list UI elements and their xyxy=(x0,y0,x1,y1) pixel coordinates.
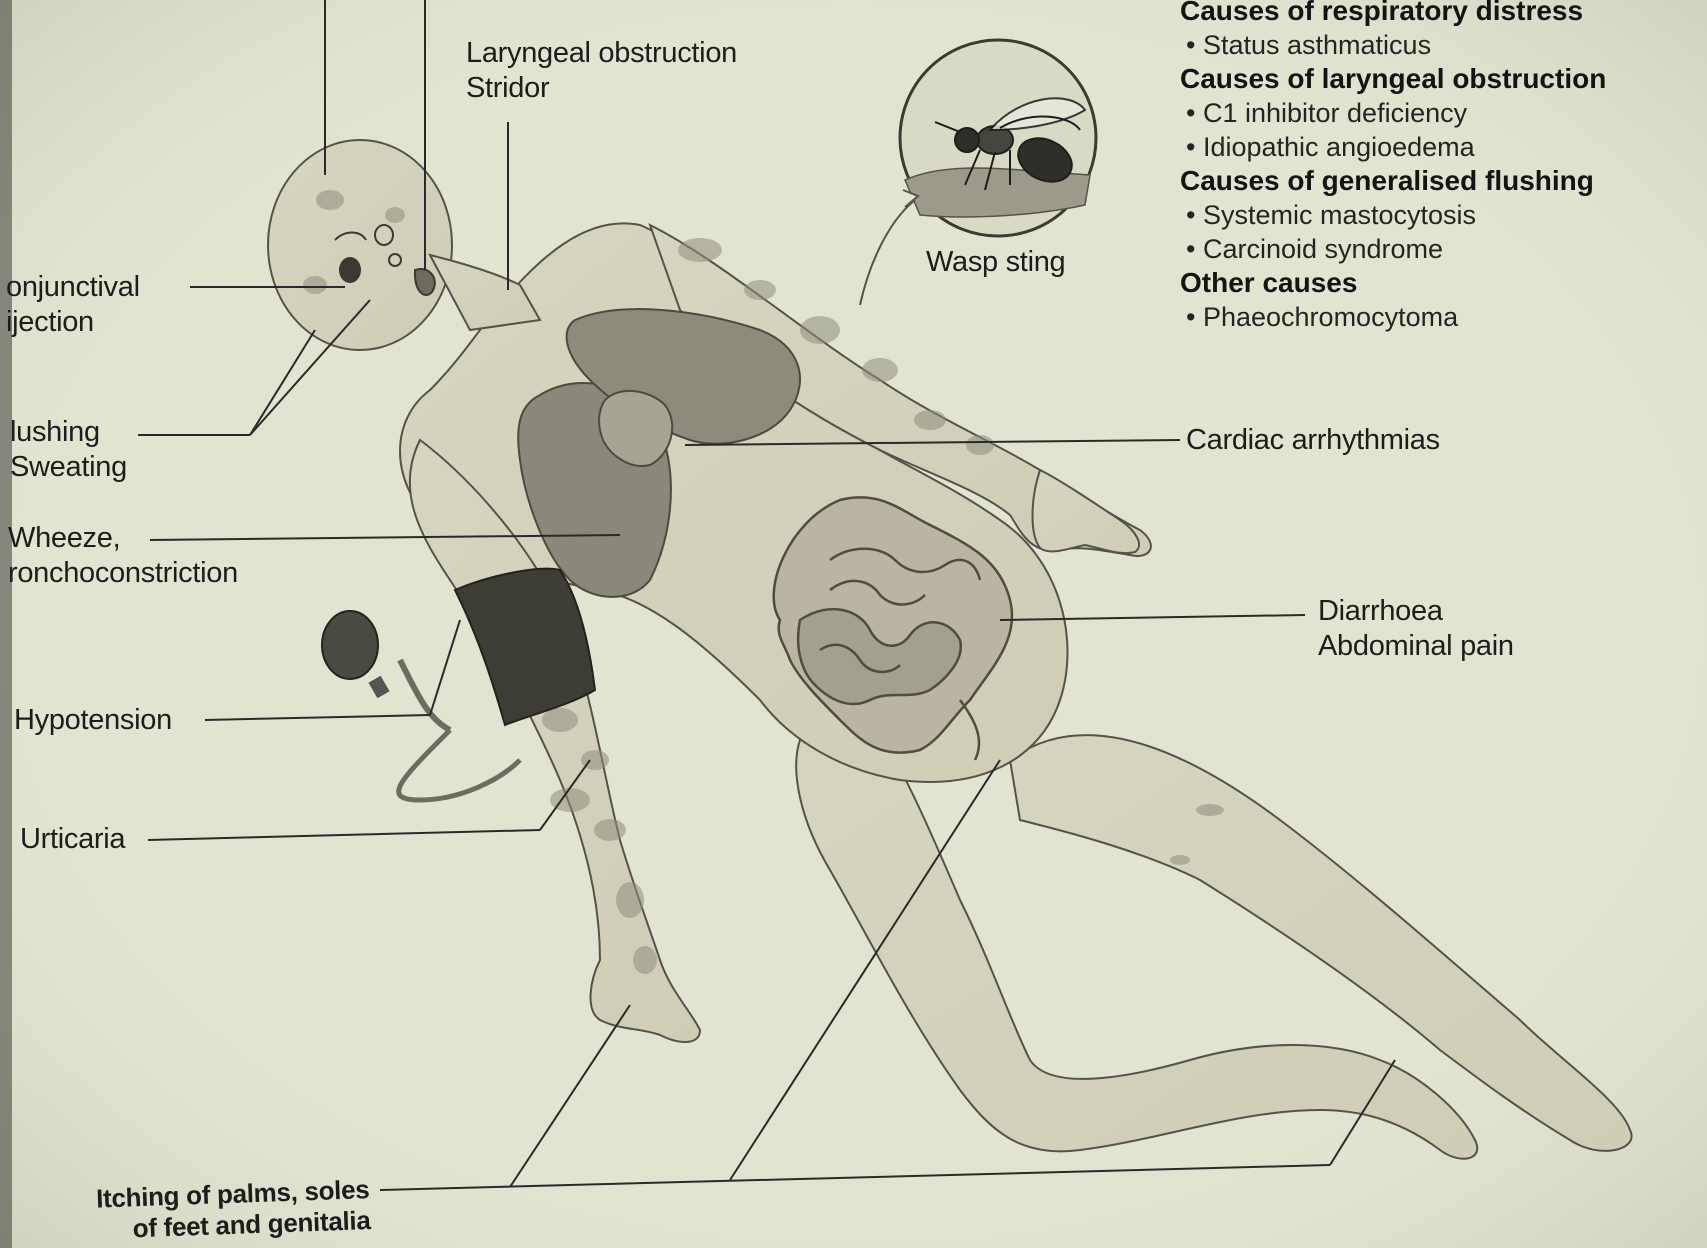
injection-text: ijection xyxy=(6,305,140,340)
causes-panel: Causes of respiratory distress • Status … xyxy=(1180,0,1700,334)
cause-item-text: Systemic mastocytosis xyxy=(1203,200,1476,230)
wheeze-text: Wheeze, xyxy=(8,521,238,556)
cause-item-text: C1 inhibitor deficiency xyxy=(1203,98,1467,128)
laryngeal-obstruction-text: Laryngeal obstruction xyxy=(466,36,737,71)
cause-item: • Status asthmaticus xyxy=(1180,28,1700,62)
bullet: • xyxy=(1186,200,1195,230)
cause-item-text: Carcinoid syndrome xyxy=(1203,234,1443,264)
bullet: • xyxy=(1186,302,1195,332)
stridor-text: Stridor xyxy=(466,71,737,106)
abdominal-pain-text: Abdominal pain xyxy=(1318,629,1514,664)
bullet: • xyxy=(1186,132,1195,162)
conjunctival-injection-label: onjunctival ijection xyxy=(6,270,140,340)
gi-symptoms-label: Diarrhoea Abdominal pain xyxy=(1318,594,1514,664)
cause-item-text: Phaeochromocytoma xyxy=(1203,302,1458,332)
bullet: • xyxy=(1186,234,1195,264)
causes-flushing-group: Causes of generalised flushing • Systemi… xyxy=(1180,164,1700,266)
cause-item-text: Idiopathic angioedema xyxy=(1203,132,1475,162)
laryngeal-obstruction-label: Laryngeal obstruction Stridor xyxy=(466,36,737,106)
urticaria-label: Urticaria xyxy=(20,822,125,857)
inflation-bulb xyxy=(322,611,378,679)
cause-item: • Idiopathic angioedema xyxy=(1180,130,1700,164)
causes-flushing-heading: Causes of generalised flushing xyxy=(1180,164,1700,198)
cause-item: • C1 inhibitor deficiency xyxy=(1180,96,1700,130)
flushing-sweating-label: lushing Sweating xyxy=(10,415,127,485)
cause-item: • Phaeochromocytoma xyxy=(1180,300,1700,334)
conjunctival-text: onjunctival xyxy=(6,270,140,305)
causes-other-heading: Other causes xyxy=(1180,266,1700,300)
causes-laryngeal-group: Causes of laryngeal obstruction • C1 inh… xyxy=(1180,62,1700,164)
sweating-text: Sweating xyxy=(10,450,127,485)
flushing-text: lushing xyxy=(10,415,127,450)
cause-item-text: Status asthmaticus xyxy=(1203,30,1431,60)
bullet: • xyxy=(1186,98,1195,128)
hypotension-label: Hypotension xyxy=(14,703,172,738)
wasp-sting-label: Wasp sting xyxy=(926,245,1065,280)
wheeze-label: Wheeze, ronchoconstriction xyxy=(8,521,238,591)
causes-respiratory-heading: Causes of respiratory distress xyxy=(1180,0,1700,28)
bronchoconstriction-text: ronchoconstriction xyxy=(8,556,238,591)
cardiac-arrhythmias-label: Cardiac arrhythmias xyxy=(1186,423,1440,458)
causes-respiratory-group: Causes of respiratory distress • Status … xyxy=(1180,0,1700,62)
itching-label: Itching of palms, soles of feet and geni… xyxy=(29,1174,371,1248)
causes-laryngeal-heading: Causes of laryngeal obstruction xyxy=(1180,62,1700,96)
cause-item: • Systemic mastocytosis xyxy=(1180,198,1700,232)
diarrhoea-text: Diarrhoea xyxy=(1318,594,1514,629)
bullet: • xyxy=(1186,30,1195,60)
causes-other-group: Other causes • Phaeochromocytoma xyxy=(1180,266,1700,334)
cause-item: • Carcinoid syndrome xyxy=(1180,232,1700,266)
